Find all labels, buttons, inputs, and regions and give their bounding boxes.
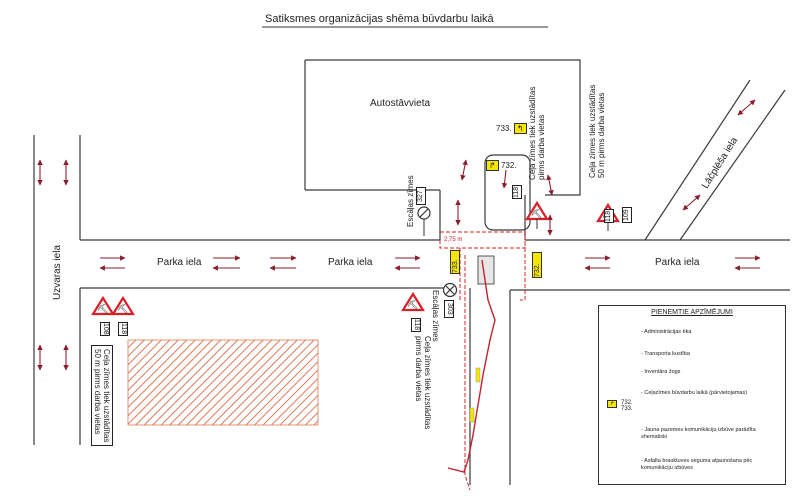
sign-code-118-c: 118 (411, 318, 421, 332)
yellow-sign-733-a: 733. ↰ (496, 123, 527, 134)
legend-text-building: - Administrācijas ēka (641, 329, 692, 335)
pipe-yellow-1 (475, 367, 481, 383)
legend-code-733: 733. (621, 406, 633, 412)
detour-arrow-icon: ↱ (486, 160, 499, 171)
parka-road (80, 239, 790, 291)
traffic-arrows (37, 99, 761, 371)
legend-panel: PIENEMTIE APZĪMĒJUMI - Administrācijas ē… (598, 305, 786, 485)
legend-text-signs: - Ceļazīmes būvdarbu laikā (pārvietojama… (641, 390, 748, 396)
sign-note-left-2: 50 m pirms darba vietas (93, 349, 102, 435)
legend-row-asphalt: - Asfalta brauktuves seguma atjaunošana … (599, 454, 785, 476)
sign-code-118-d: 118 (512, 185, 522, 199)
sign-code-118-b: 118 (118, 322, 128, 336)
yellow-sign-733-b-code: 733. (452, 259, 459, 273)
legend-row-pipe: - Jauna pazemes komunikāciju izbūve parā… (599, 424, 785, 446)
sign-code-327: 327 (416, 187, 426, 205)
lacplesa-road (644, 79, 786, 241)
yellow-sign-733-b: 733. (450, 250, 460, 274)
escape-note-1: Escāļas zīmes (406, 175, 415, 227)
driveway (484, 154, 531, 231)
sign-note-top-right-2: 50 m pirms darba vietas (597, 92, 606, 178)
yellow-sign-732-b-code: 732. (534, 263, 541, 277)
roadwork-sign-d: ⛏ (401, 291, 425, 312)
sign-note-mid-top-1: Ceļa zīmes tiek uzstādītas (528, 86, 537, 180)
legend-text-pipe: - Jauna pazemes komunikāciju izbūve parā… (641, 427, 756, 440)
sign-note-mid-bottom: Ceļa zīmes tiek uzstādītas pirms darba v… (414, 336, 432, 429)
sign-note-top-right: Ceļa zīmes tiek uzstādītas 50 m pirms da… (588, 85, 606, 178)
no-entry-sign-1 (417, 206, 431, 236)
street-label-parka-2: Parka iela (328, 257, 373, 268)
svg-text:⛏: ⛏ (407, 300, 418, 310)
sign-note-mid-top: Ceļa zīmes tiek uzstādītas pirms darba v… (528, 87, 546, 180)
legend-text-traffic: - Transporta kustība (641, 351, 690, 357)
side-road (469, 288, 511, 485)
yellow-sign-732-a: ↱ 732. (486, 160, 517, 171)
pipe-line (447, 259, 496, 473)
sign-code-109-a: 109 (622, 207, 632, 223)
pipe-yellow-2 (469, 407, 475, 423)
roadwork-sign-b: ⛏ (91, 295, 115, 316)
sign-code-118-a: 118 (604, 209, 614, 223)
work-zone (477, 255, 495, 285)
admin-building (127, 339, 319, 426)
yellow-sign-732-b: 732. (532, 252, 542, 278)
sign-note-mid-bottom-1: Ceļa zīmes tiek uzstādītas (423, 336, 432, 430)
legend-row-signs: - Ceļazīmes būvdarbu laikā (pārvietojama… (599, 384, 785, 412)
legend-row-building: - Administrācijas ēka (599, 326, 785, 342)
legend-code-732: 732. (621, 400, 633, 406)
page-title: Satiksmes organizācijas shēma būvdarbu l… (265, 13, 494, 25)
detour-arrow-icon: ↰ (513, 123, 527, 134)
legend-text-fence: - Inventāra žogs (641, 369, 681, 375)
roadwork-sign-e: ⛏ (525, 200, 549, 229)
legend-yellow-732: ↱ (607, 400, 618, 408)
svg-text:⛏: ⛏ (117, 304, 128, 314)
yellow-sign-732-a-code: 732. (500, 161, 517, 170)
legend-row-traffic: - Transporta kustība (599, 348, 785, 364)
sign-code-303: 303 (444, 300, 454, 318)
legend-text-asphalt: - Asfalta brauktuves seguma atjaunošana … (641, 458, 753, 471)
street-label-parking: Autostāvvieta (370, 98, 431, 109)
street-label-parka-3: Parka iela (655, 257, 700, 268)
yellow-sign-733-a-code: 733. (496, 124, 512, 133)
no-stopping-sign-2 (442, 282, 458, 298)
legend-title: PIENEMTIE APZĪMĒJUMI (651, 309, 733, 316)
street-label-parka-1: Parka iela (157, 257, 202, 268)
escape-note-2: Escāļas zīmes (431, 290, 440, 342)
svg-text:⛏: ⛏ (97, 304, 108, 314)
sign-code-109-b: 108 (100, 322, 110, 336)
svg-text:⛏: ⛏ (531, 209, 542, 219)
uzvaras-road (33, 135, 81, 445)
sign-note-top-right-1: Ceļa zīmes tiek uzstādītas (588, 84, 597, 178)
sign-note-mid-bottom-2: pirms darba vietas (414, 336, 423, 402)
roadwork-sign-c: ⛏ (111, 295, 135, 316)
sign-note-mid-top-2: pirms darba vietas (537, 114, 546, 180)
sign-note-left-1: Ceļa zīmes tiek uzstādītas (102, 349, 111, 443)
legend-row-fence: - Inventāra žogs (599, 366, 785, 382)
street-label-uzvaras: Uzvaras iela (52, 244, 63, 300)
inventory-fence (439, 230, 526, 491)
dimension-label: 2,75 m (444, 237, 463, 243)
